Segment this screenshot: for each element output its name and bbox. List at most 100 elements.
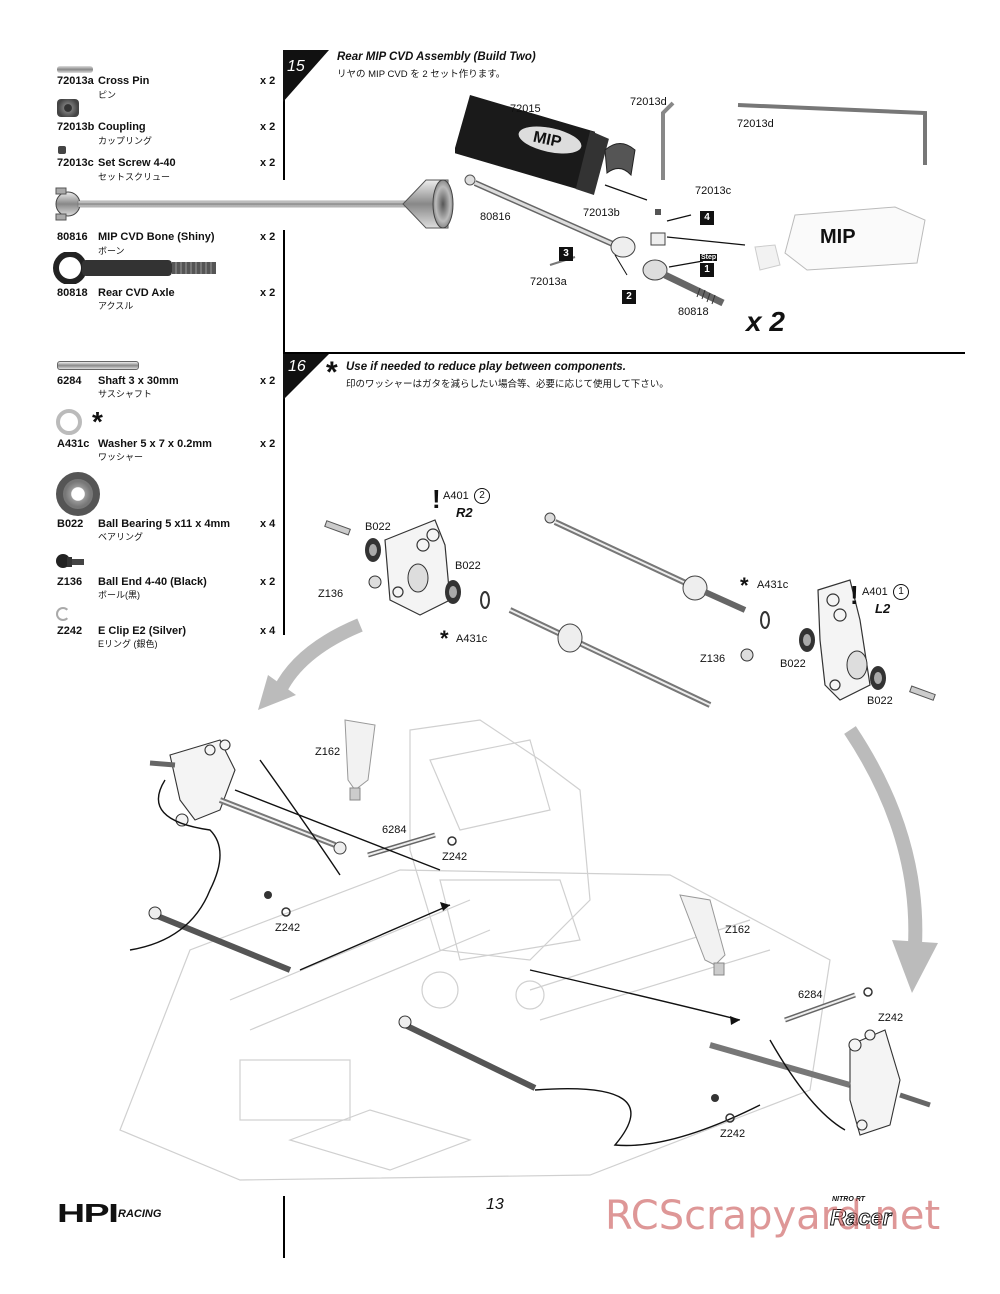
part-label: A431c	[757, 579, 789, 591]
step-divider	[283, 352, 965, 354]
part-label: Z136	[700, 653, 726, 665]
part-label: A401	[443, 490, 469, 502]
part-label: A401	[862, 586, 888, 598]
step-marker: 2	[622, 290, 636, 304]
part-count: 2	[474, 488, 490, 504]
footer-divider	[283, 1196, 285, 1258]
thread-lock-logo: MIP	[532, 129, 564, 152]
asterisk-icon: *	[326, 356, 338, 389]
coupling-image	[57, 99, 79, 117]
part-name: Rear CVD Axle	[98, 287, 175, 299]
part-name: Cross Pin	[98, 75, 150, 87]
part-code: A431c	[57, 438, 90, 450]
part-qty: x 4	[260, 625, 276, 637]
product-logo-top: NITRO RT	[832, 1196, 865, 1203]
part-name: Set Screw 4-40	[98, 157, 176, 169]
part-label: 72013c	[695, 185, 732, 197]
part-label: B022	[867, 695, 893, 707]
part-qty: x 2	[260, 231, 276, 243]
part-label: 72013a	[530, 276, 567, 288]
part-jp: ピン	[98, 90, 117, 100]
part-label: Z242	[442, 851, 468, 863]
cross-pin-image	[57, 66, 93, 73]
part-code: B022	[57, 518, 84, 530]
part-label: B022	[455, 560, 481, 572]
warning-icon: !	[432, 484, 441, 514]
part-jp: ボール(黒)	[98, 590, 140, 600]
rear-axle-image	[53, 252, 216, 284]
cvd-bone-image	[55, 179, 454, 229]
part-code: Z136	[57, 576, 83, 588]
step-number: 15	[287, 58, 305, 75]
e-clip-image	[56, 607, 70, 621]
thread-lock-tube	[455, 95, 609, 195]
part-code: 80818	[57, 287, 88, 299]
part-label: 80818	[678, 306, 709, 318]
part-name: Ball Bearing 5 x11 x 4mm	[98, 518, 231, 530]
column-divider	[283, 50, 285, 180]
part-jp: ボーン	[98, 246, 125, 256]
flow-arrow-left	[258, 618, 363, 710]
part-label: Z162	[315, 746, 341, 758]
part-qty: x 2	[260, 157, 276, 169]
part-code: 80816	[57, 231, 88, 243]
part-qty: x 2	[260, 75, 276, 87]
part-label: 80816	[480, 211, 511, 223]
part-jp: セットスクリュー	[98, 172, 171, 182]
part-code: Z242	[57, 625, 83, 637]
part-name: Coupling	[98, 121, 146, 133]
product-logo: Racer	[829, 1205, 892, 1231]
part-label: B022	[780, 658, 806, 670]
side-label: R2	[456, 505, 473, 520]
part-name: Ball End 4-40 (Black)	[98, 576, 207, 588]
asterisk-icon: *	[740, 573, 749, 598]
part-label: Z242	[720, 1128, 746, 1140]
asterisk-icon: *	[440, 626, 449, 651]
hpi-logo-sub: RACING	[118, 1208, 162, 1220]
step-marker: 3	[559, 247, 573, 261]
part-jp: Eリング (銀色)	[98, 639, 158, 649]
step-number-tab	[283, 354, 329, 400]
part-name: E Clip E2 (Silver)	[98, 625, 187, 637]
step-marker: 4	[700, 211, 714, 225]
hub-exploded-diagram	[324, 512, 936, 708]
warning-icon: !	[850, 580, 859, 610]
asterisk-icon: *	[92, 406, 103, 437]
part-label: 72013d	[737, 118, 774, 130]
part-name: MIP CVD Bone (Shiny)	[98, 231, 215, 243]
step-subtitle: リヤの MIP CVD を 2 セット作ります。	[337, 69, 506, 80]
part-jp: アクスル	[98, 301, 134, 311]
cvd-assembly-diagram: MIP MIP	[455, 95, 927, 307]
hpi-logo: HPI	[57, 1198, 119, 1228]
ball-end-image	[56, 554, 84, 568]
part-qty: x 4	[260, 518, 276, 530]
page-number: 13	[486, 1196, 504, 1213]
flow-arrow-right	[844, 726, 938, 993]
step-marker: 1	[700, 263, 714, 277]
part-qty: x 2	[260, 121, 276, 133]
part-jp: カップリング	[98, 136, 153, 146]
part-label: 72013b	[583, 207, 620, 219]
step-number-tab	[283, 50, 329, 102]
part-label: Z242	[878, 1012, 904, 1024]
bearing-image	[56, 472, 100, 516]
watermark: RCScrapyard.net	[605, 1193, 941, 1239]
part-label: 72015	[510, 103, 541, 115]
part-qty: x 2	[260, 287, 276, 299]
part-code: 72013b	[57, 121, 95, 133]
part-code: 72013c	[57, 157, 94, 169]
step-title: Use if needed to reduce play between com…	[346, 361, 626, 373]
part-label: B022	[365, 521, 391, 533]
step-subtitle: 印のワッシャーはガタを減らしたい場合等、必要に応じて使用して下さい。	[346, 379, 669, 390]
part-code: 72013a	[57, 75, 94, 87]
shaft-image	[57, 361, 139, 370]
step-number: 16	[288, 358, 306, 375]
part-label: A431c	[456, 633, 488, 645]
part-name: Washer 5 x 7 x 0.2mm	[98, 438, 212, 450]
set-screw-image	[58, 146, 66, 154]
part-label: Z162	[725, 924, 751, 936]
part-qty: x 2	[260, 576, 276, 588]
part-name: Shaft 3 x 30mm	[98, 375, 179, 387]
chassis-assembly-diagram	[119, 719, 931, 1181]
part-label: 72013d	[630, 96, 667, 108]
